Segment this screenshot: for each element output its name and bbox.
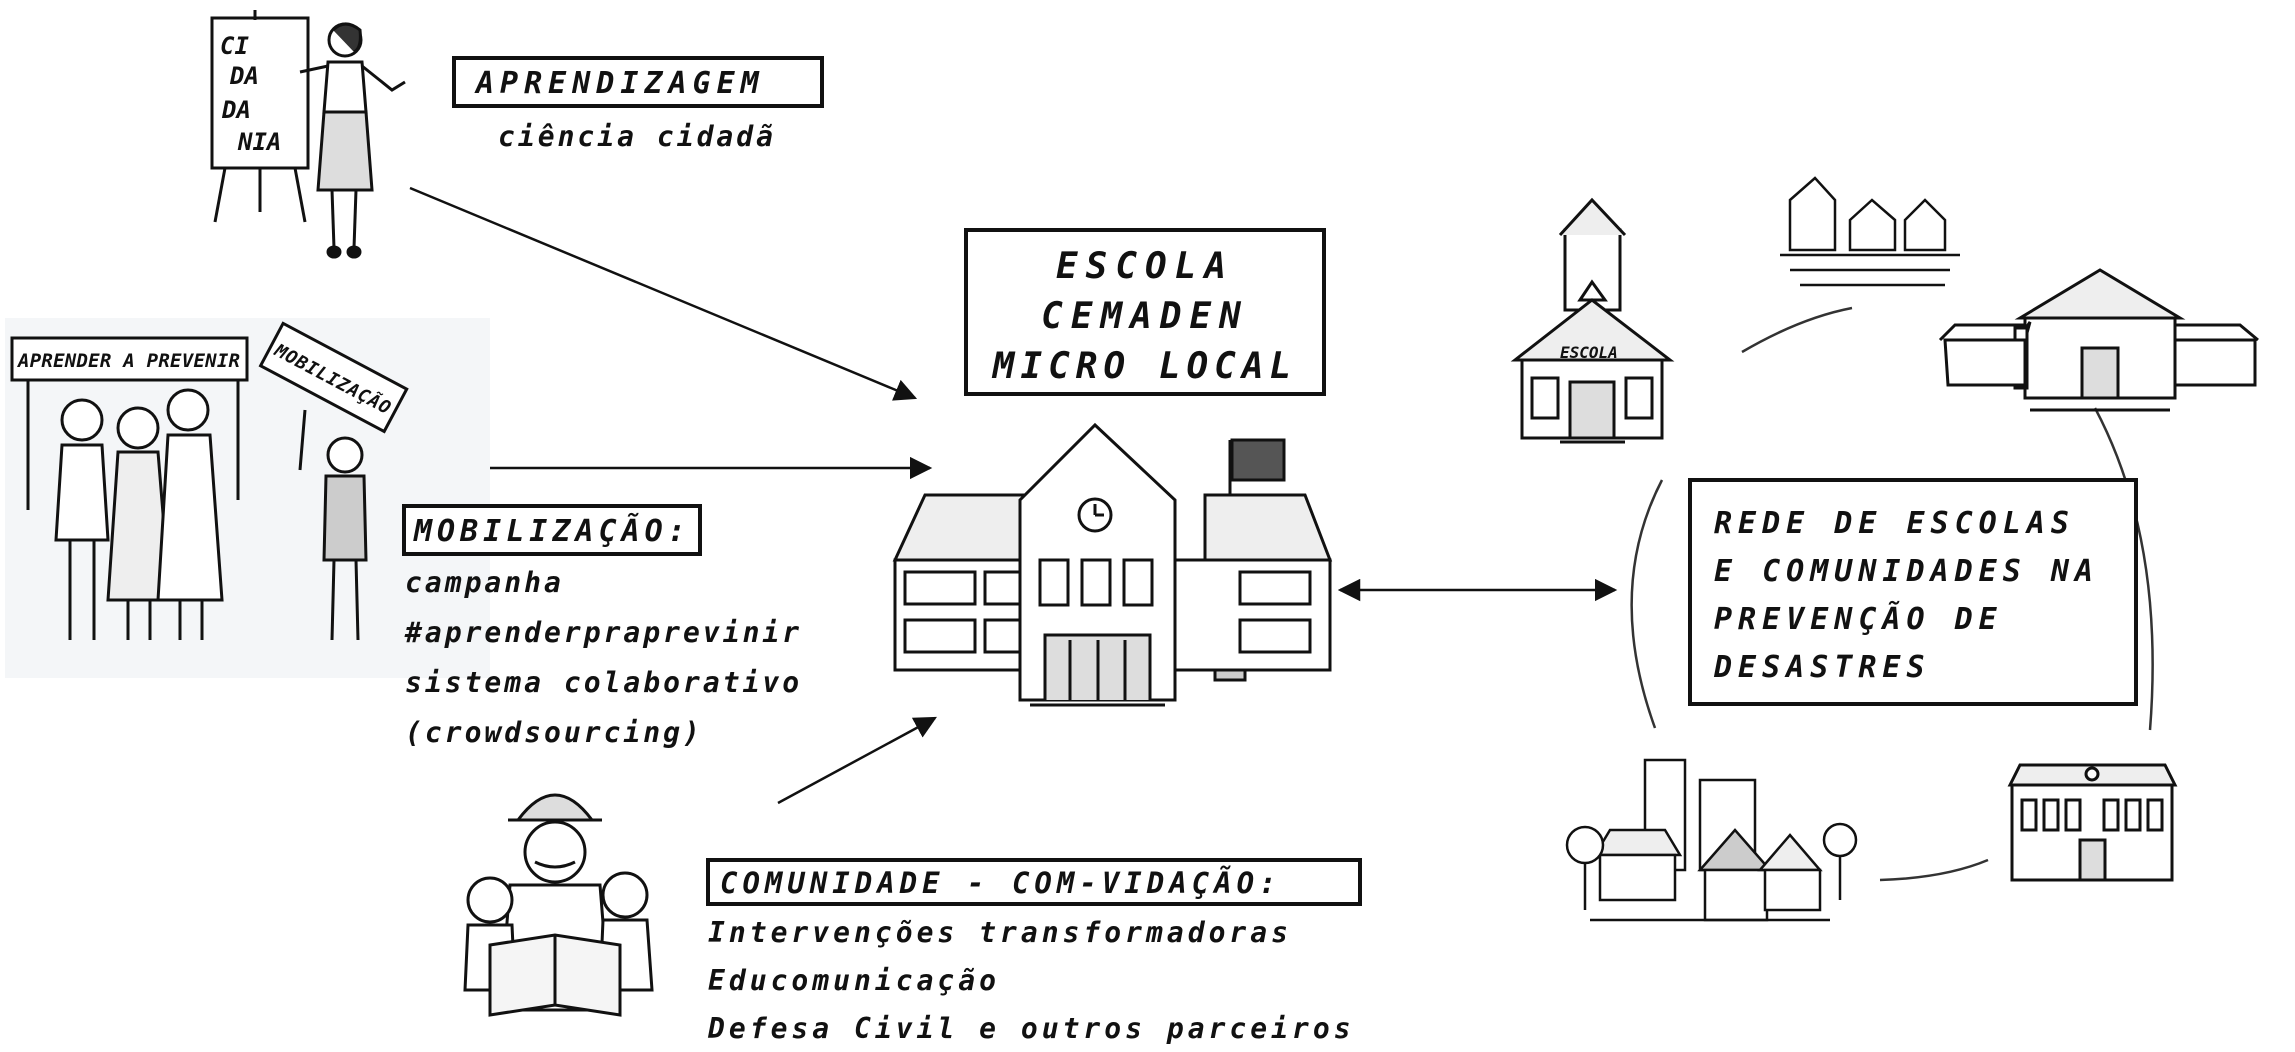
mobilization-line-1: campanha [405,566,564,599]
network-circle [1630,306,2154,882]
network-community-cluster [1565,758,1858,922]
mobilization-title-box: MOBILIZAÇÃO: [402,504,702,556]
community-title-box: COMUNIDADE - COM-VIDAÇÃO: [706,858,1362,906]
network-title-box: REDE DE ESCOLAS E COMUNIDADES NA PREVENÇ… [1688,478,2138,706]
network-line-1: REDE DE ESCOLAS [1714,506,2075,541]
learning-subtitle: ciência cidadã [498,120,777,153]
network-large-house [1938,268,2259,412]
arrow-community-to-school [777,716,937,805]
learning-title-box: APRENDIZAGEM [452,56,824,108]
arrow-learning-to-school [409,186,918,401]
protest-group-illustration: APRENDER A PREVENIR MOBILIZAÇÃO [5,318,490,678]
easel-text-4: NIA [237,128,281,156]
network-civic-building [2007,763,2178,882]
learning-title: APRENDIZAGEM [476,66,765,101]
center-line-1: ESCOLA [1055,246,1235,287]
community-line-2: Educomunicação [708,964,1001,997]
center-line-2: CEMADEN [1041,296,1249,337]
easel-text-3: DA [221,96,251,124]
center-title-box: ESCOLA CEMADEN MICRO LOCAL [964,228,1326,396]
teacher-easel-illustration: CI DA DA NIA [210,10,406,259]
mobilization-line-2: #aprenderpraprevinir [405,616,803,649]
community-title: COMUNIDADE - COM-VIDAÇÃO: [720,866,1282,900]
mobilization-line-4: (crowdsourcing) [405,716,703,749]
community-line-1: Intervenções transformadoras [708,916,1293,949]
community-worker-illustration [463,793,654,1017]
network-line-2: E COMUNIDADES NA [1714,554,2099,589]
network-line-4: DESASTRES [1714,650,1931,685]
center-line-3: MICRO LOCAL [992,346,1298,387]
network-row-houses [1780,176,1960,287]
community-line-3: Defesa Civil e outros parceiros [708,1012,1355,1045]
easel-text-1: CI [220,32,249,60]
network-line-3: PREVENÇÃO DE [1714,602,2003,637]
central-school-illustration [892,422,1333,707]
mobilization-line-3: sistema colaborativo [405,666,803,699]
network-school-sign: ESCOLA [1560,343,1618,362]
mobilization-title: MOBILIZAÇÃO: [414,514,691,549]
easel-text-2: DA [229,62,259,90]
network-school-building: ESCOLA [1510,197,1675,444]
protest-banner-text: APRENDER A PREVENIR [16,350,240,372]
